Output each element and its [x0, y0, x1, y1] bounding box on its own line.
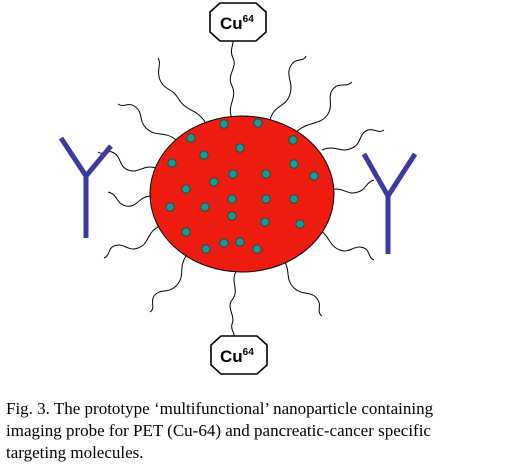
cu64-probe-top: Cu64 — [209, 2, 267, 42]
tether — [281, 257, 323, 317]
dot — [199, 150, 209, 160]
tether — [149, 255, 187, 313]
dot — [227, 194, 237, 204]
tether — [157, 57, 206, 123]
dot — [235, 237, 245, 247]
figure-caption: Fig. 3. The prototype ‘multifunctional’ … — [6, 398, 514, 464]
dot — [201, 244, 211, 254]
caption-line-2: imaging probe for PET (Cu-64) and pancre… — [6, 421, 431, 440]
tether — [229, 271, 237, 339]
dot — [219, 238, 229, 248]
probe-mass: 64 — [243, 347, 255, 358]
caption-line-3: targeting molecules. — [6, 443, 144, 462]
dot — [209, 177, 219, 187]
probe-octagon — [209, 2, 267, 42]
tether — [295, 81, 353, 133]
dot — [181, 227, 191, 237]
dot — [253, 118, 263, 128]
dot — [228, 169, 238, 179]
dot — [227, 211, 237, 221]
tether — [321, 129, 385, 151]
antibody-left — [58, 136, 113, 238]
dot — [261, 194, 271, 204]
tether — [117, 103, 177, 141]
dot — [295, 219, 305, 229]
dot — [181, 184, 191, 194]
cu64-probe-bottom: Cu64 — [210, 335, 268, 375]
tether — [103, 225, 161, 259]
nanoparticle-sphere — [149, 115, 335, 273]
antibody-right — [361, 152, 418, 254]
tether — [329, 179, 375, 194]
dot — [219, 119, 229, 129]
dot — [309, 171, 319, 181]
svg-text:Cu64: Cu64 — [220, 14, 254, 33]
caption-line-1: Fig. 3. The prototype ‘multifunctional’ … — [6, 399, 434, 418]
tether — [229, 39, 235, 119]
probe-octagon — [210, 335, 268, 375]
dot — [260, 217, 270, 227]
tether — [269, 55, 307, 121]
dot — [289, 159, 299, 169]
tethers — [97, 39, 385, 339]
dot — [288, 135, 298, 145]
probe-element: Cu — [220, 347, 243, 366]
embedded-dots — [165, 118, 319, 254]
svg-text:Cu64: Cu64 — [220, 347, 254, 366]
dot — [200, 202, 210, 212]
dot — [261, 169, 271, 179]
tether — [107, 191, 153, 207]
dot — [289, 194, 299, 204]
tether — [315, 227, 375, 261]
dot — [165, 202, 175, 212]
dot — [186, 133, 196, 143]
dot — [235, 143, 245, 153]
dot — [167, 158, 177, 168]
probe-mass: 64 — [243, 14, 255, 25]
probe-element: Cu — [220, 14, 243, 33]
dot — [252, 244, 262, 254]
nanoparticle-diagram: Cu64 Cu64 — [58, 2, 418, 375]
